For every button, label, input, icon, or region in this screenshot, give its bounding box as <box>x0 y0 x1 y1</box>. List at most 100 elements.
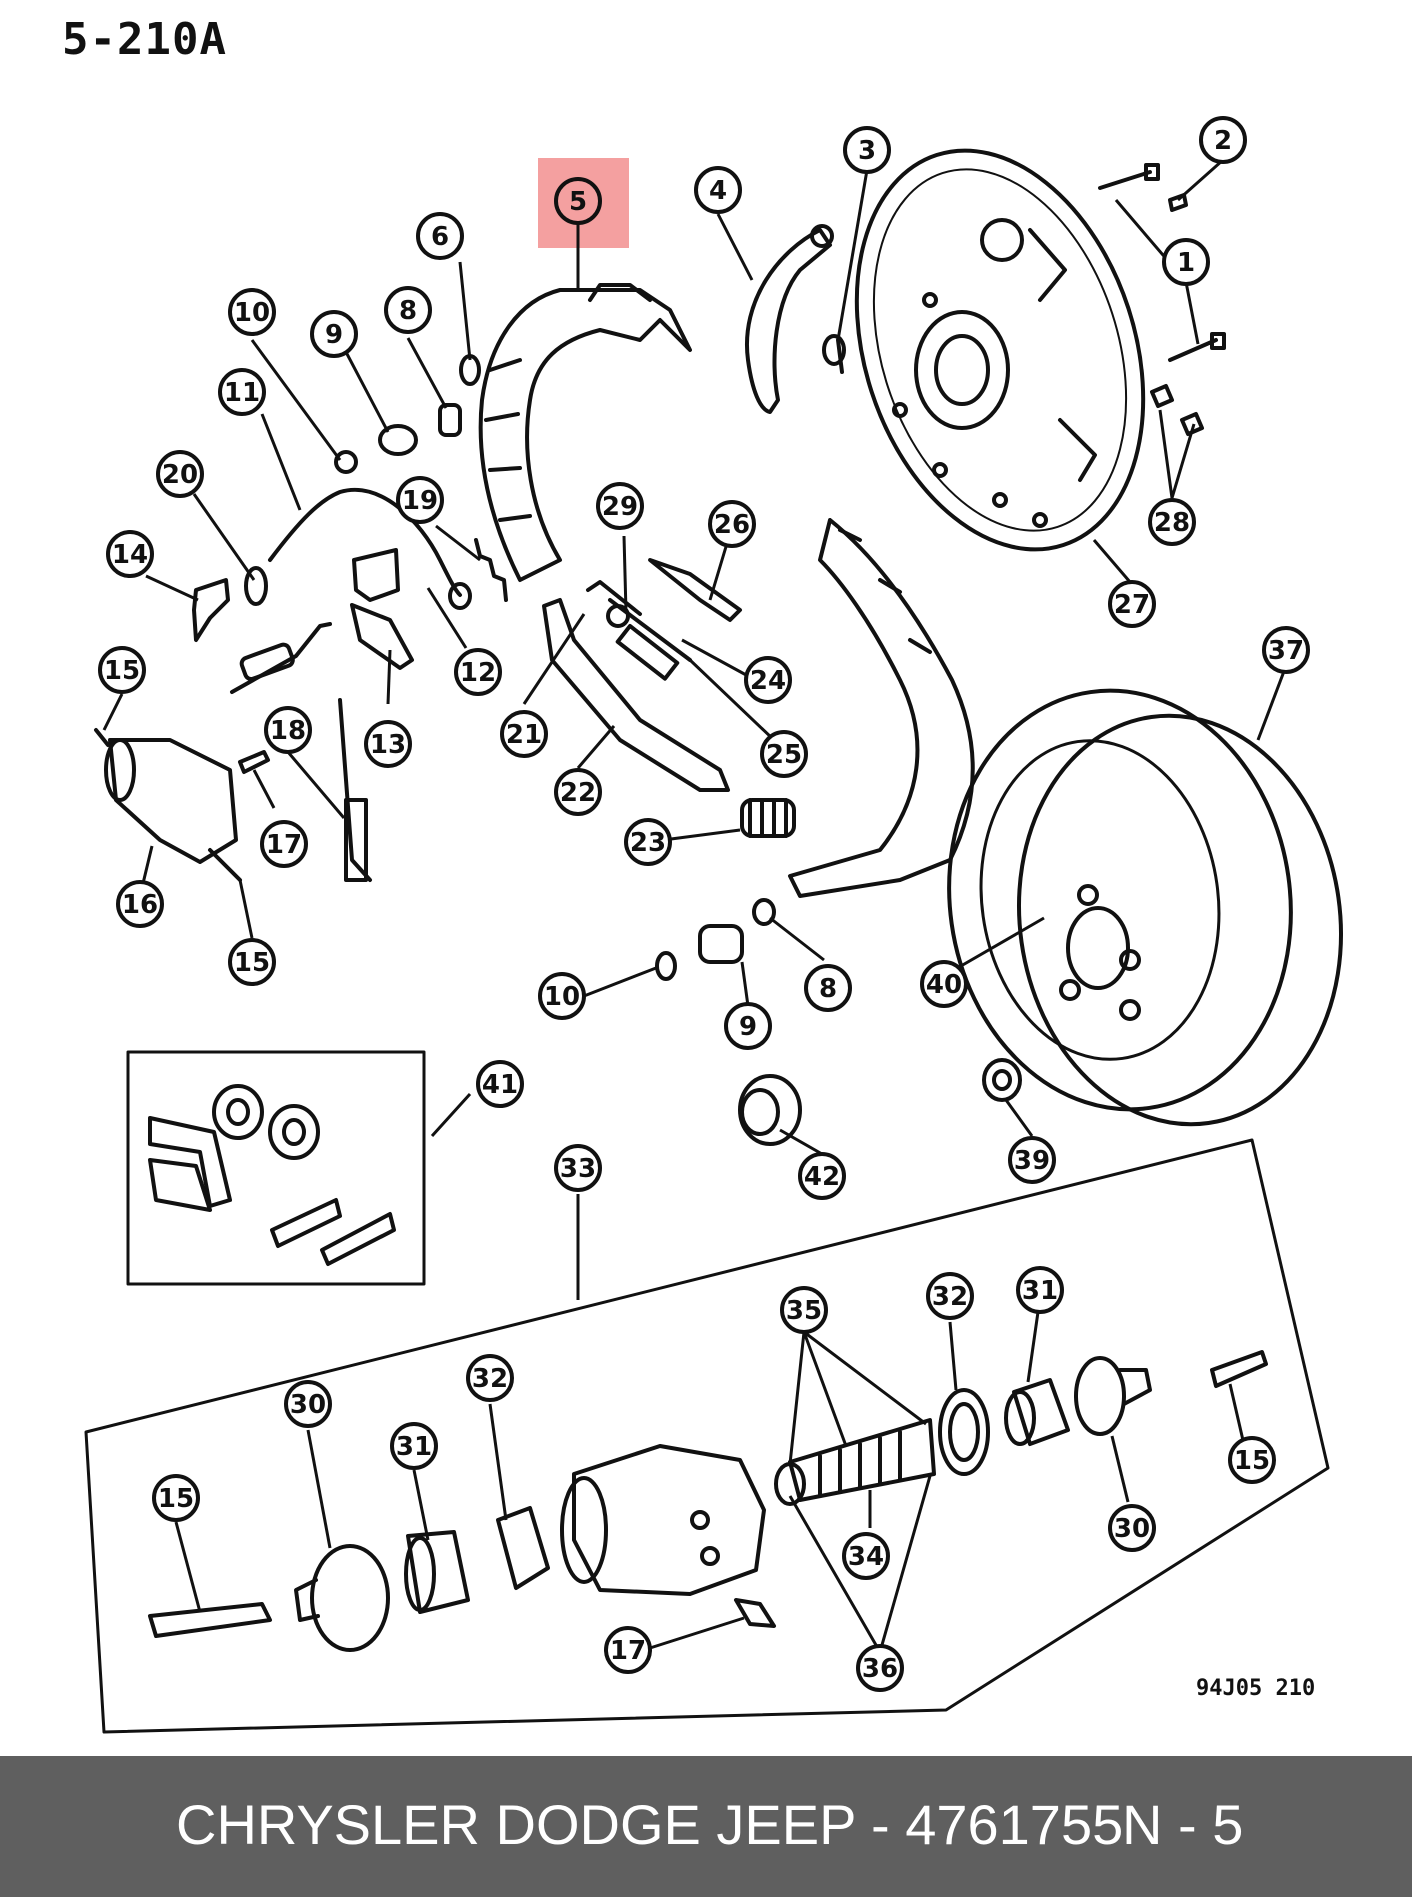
callout-circle <box>116 880 164 928</box>
position-text: N - 5 <box>1122 1793 1244 1856</box>
callout-14: 14 <box>106 530 154 578</box>
callout-15: 15 <box>228 938 276 986</box>
callout-number: 9 <box>739 1012 757 1042</box>
callout-30: 30 <box>1108 1504 1156 1552</box>
callout-number: 17 <box>610 1636 646 1666</box>
callout-circle <box>1108 1504 1156 1552</box>
backing-plate-27 <box>854 148 1146 552</box>
callout-number: 26 <box>714 510 750 540</box>
callout-1: 1 <box>1162 238 1210 286</box>
callout-39: 39 <box>1008 1136 1056 1184</box>
callout-layer: 1234568910111213141515161718192021222324… <box>98 116 1310 1692</box>
park-lever-21-22 <box>542 580 730 792</box>
bracket-14 <box>192 578 230 642</box>
callout-number: 17 <box>266 830 302 860</box>
callout-16: 16 <box>116 880 164 928</box>
callout-circle <box>856 1644 904 1692</box>
callout-number: 23 <box>630 828 666 858</box>
callout-3: 3 <box>843 126 891 174</box>
callout-12: 12 <box>454 648 502 696</box>
callout-10: 10 <box>228 288 276 336</box>
callout-21: 21 <box>500 710 548 758</box>
callout-number: 35 <box>786 1296 822 1326</box>
callout-circle <box>476 1060 524 1108</box>
kit-box-33 <box>84 1138 1330 1734</box>
callout-19: 19 <box>396 476 444 524</box>
callout-2: 2 <box>1199 116 1247 164</box>
callout-number: 14 <box>112 540 148 570</box>
pin-3 <box>822 334 846 374</box>
callout-number: 34 <box>848 1542 884 1572</box>
callout-circle <box>284 1380 332 1428</box>
callout-26: 26 <box>708 500 756 548</box>
clip-12 <box>352 548 400 602</box>
callout-number: 10 <box>544 982 580 1012</box>
callout-5-highlight <box>538 158 629 248</box>
brake-shoe-5 <box>478 283 692 582</box>
callout-circle <box>926 1272 974 1320</box>
callout-number: 42 <box>804 1162 840 1192</box>
callout-circle <box>364 720 412 768</box>
callout-10: 10 <box>538 972 586 1020</box>
callout-number: 18 <box>270 716 306 746</box>
callout-34: 34 <box>842 1532 890 1580</box>
callout-circle <box>310 310 358 358</box>
callout-circle <box>218 368 266 416</box>
spring-rod-18 <box>230 622 372 882</box>
drum-37 <box>947 688 1343 1127</box>
leader-lines <box>102 158 1288 1653</box>
callout-number: 30 <box>290 1390 326 1420</box>
callout-6: 6 <box>416 212 464 260</box>
callout-number: 10 <box>234 298 270 328</box>
callout-number: 11 <box>224 378 260 408</box>
callout-17: 17 <box>260 820 308 868</box>
plate-13 <box>350 603 414 670</box>
callout-circle <box>744 656 792 704</box>
callout-number: 4 <box>709 176 727 206</box>
callout-5: 5 <box>554 177 602 225</box>
clip-26 <box>648 558 742 622</box>
callout-11: 11 <box>218 368 266 416</box>
callout-number: 39 <box>1014 1146 1050 1176</box>
footer-bar: CHRYSLER DODGE JEEP - 4761755 N - 5 <box>0 1756 1412 1897</box>
callout-number: 15 <box>158 1484 194 1514</box>
callout-number: 3 <box>858 136 876 166</box>
callout-18: 18 <box>264 706 312 754</box>
callout-circle <box>228 288 276 336</box>
callout-15: 15 <box>1228 1436 1276 1484</box>
callout-number: 33 <box>560 1154 596 1184</box>
brake-shoe-right <box>788 518 975 898</box>
callout-8: 8 <box>804 964 852 1012</box>
callout-9: 9 <box>724 1002 772 1050</box>
callout-circle <box>264 706 312 754</box>
callout-number: 24 <box>750 666 786 696</box>
callout-33: 33 <box>554 1144 602 1192</box>
callout-8: 8 <box>384 286 432 334</box>
callout-number: 20 <box>162 460 198 490</box>
callout-27: 27 <box>1108 580 1156 628</box>
callout-number: 32 <box>472 1364 508 1394</box>
callout-22: 22 <box>554 768 602 816</box>
callout-number: 5 <box>569 187 587 217</box>
callout-circle <box>1016 1266 1064 1314</box>
callout-30: 30 <box>284 1380 332 1428</box>
callout-circle <box>554 177 602 225</box>
callout-number: 31 <box>1022 1276 1058 1306</box>
spring-23 <box>740 798 796 838</box>
callout-circle <box>1199 116 1247 164</box>
callout-number: 16 <box>122 890 158 920</box>
callout-42: 42 <box>798 1152 846 1200</box>
callout-circle <box>98 646 146 694</box>
cable-11 <box>268 488 472 610</box>
callout-circle <box>152 1474 200 1522</box>
kit-box-41 <box>126 1050 426 1286</box>
kit-parts-41 <box>148 1084 396 1266</box>
part-number-text: CHRYSLER DODGE JEEP - 4761755 <box>176 1793 1124 1856</box>
callout-circle <box>843 126 891 174</box>
callout-15: 15 <box>152 1474 200 1522</box>
callout-17: 17 <box>604 1626 652 1674</box>
callout-number: 21 <box>506 720 542 750</box>
callout-4: 4 <box>694 166 742 214</box>
callout-29: 29 <box>596 482 644 530</box>
callout-circle <box>156 450 204 498</box>
